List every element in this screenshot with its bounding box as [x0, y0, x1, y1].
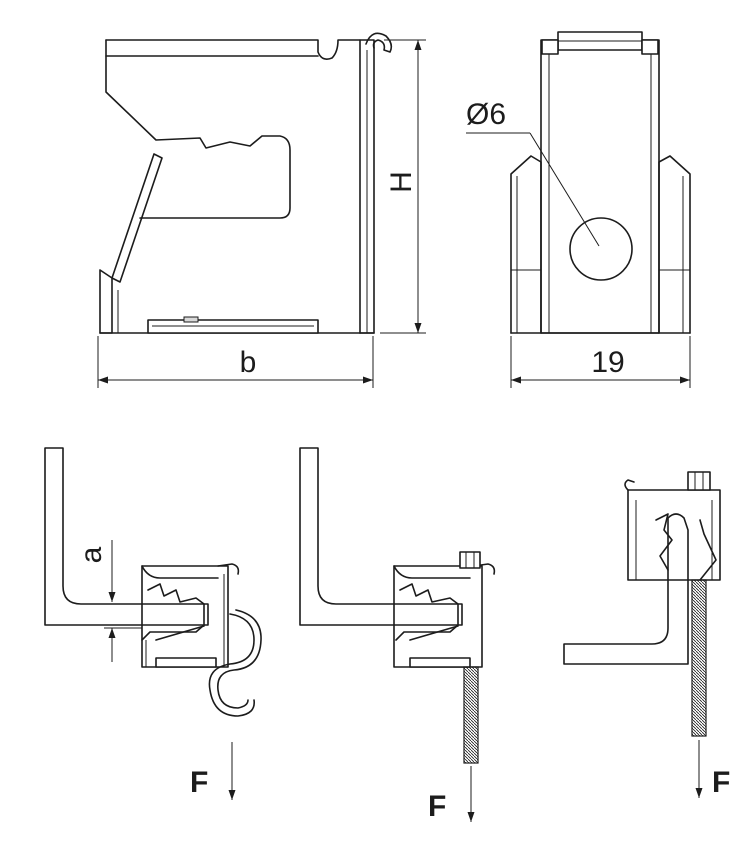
label-force-1: F [190, 766, 208, 799]
label-force-2: F [428, 790, 446, 823]
label-force-3: F [712, 766, 730, 799]
usage-rod-alt: F [563, 471, 730, 799]
dimension-h: H [380, 39, 426, 334]
usage-hook: a F [44, 447, 262, 800]
label-diameter: Ø6 [466, 98, 506, 131]
label-h: H [385, 171, 418, 193]
label-gap: a [75, 546, 108, 563]
side-view [99, 32, 393, 334]
front-view: Ø6 [466, 31, 691, 334]
label-b: b [240, 346, 257, 379]
dimension-depth: 19 [510, 336, 691, 388]
dimension-b: b [97, 336, 374, 388]
label-depth: 19 [591, 346, 624, 379]
usage-rod: F [299, 447, 496, 823]
